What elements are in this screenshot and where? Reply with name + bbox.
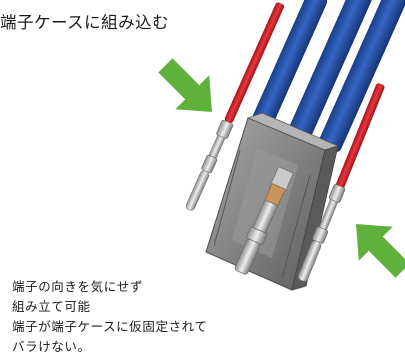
- arrow-icon: [355, 223, 405, 278]
- arrow-icon: [158, 58, 213, 113]
- description-line: 端子の向きを気にせず: [12, 279, 144, 294]
- description-line: バラけない。: [12, 339, 91, 354]
- red-wire-left: [224, 2, 285, 123]
- terminal-right: [298, 184, 346, 282]
- terminal-housing: [205, 112, 340, 291]
- page-heading: 端子ケースに組み込む: [0, 13, 170, 32]
- feature-description: 端子の向きを気にせず 組み立て可能 端子が端子ケースに仮固定されて バラけない。: [12, 277, 208, 357]
- description-line: 組み立て可能: [12, 299, 91, 314]
- blue-wire-1: [249, 0, 328, 134]
- red-wire-right: [335, 83, 385, 189]
- blue-wire-2: [286, 0, 375, 145]
- description-line: 端子が端子ケースに仮固定されて: [12, 319, 208, 334]
- blue-wire-3: [318, 0, 405, 153]
- terminal-left: [185, 119, 234, 211]
